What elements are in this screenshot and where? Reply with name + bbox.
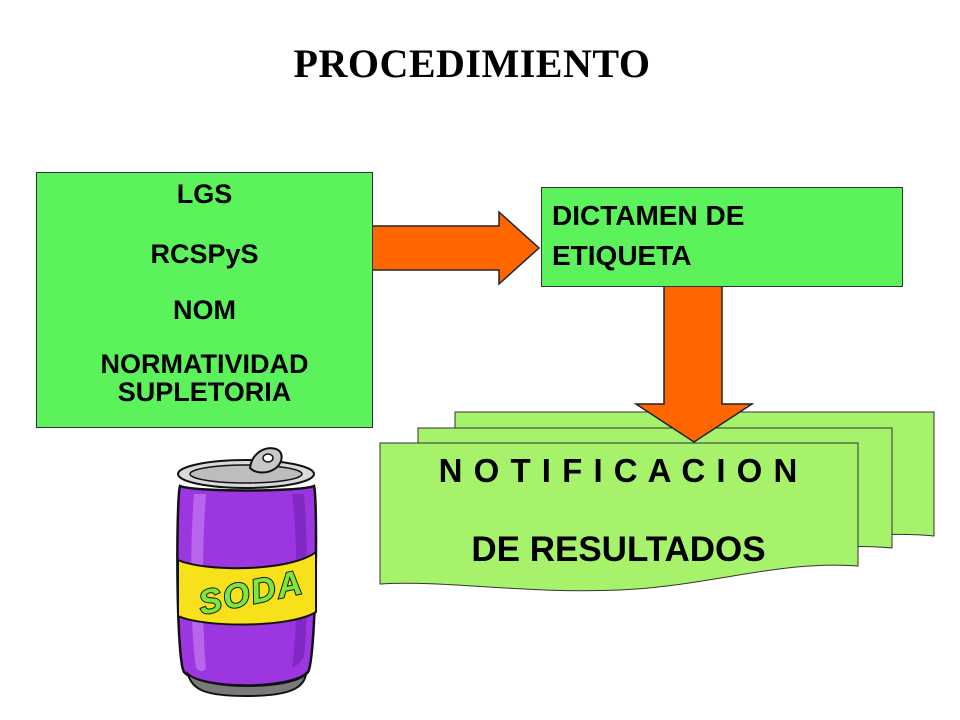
document-stack [379,411,935,592]
regulation-item: RCSPyS [150,239,259,269]
document-front [379,442,859,592]
notification-heading: N O T I F I C A C I O N [438,452,799,489]
dictamen-label-line: DICTAMEN DE [552,200,745,231]
regulation-item: LGS [176,179,233,209]
soda-can-icon [176,447,318,698]
dictamen-label-line: ETIQUETA [552,240,692,271]
dictamen-box: DICTAMEN DE ETIQUETA [541,187,903,287]
arrow-right-icon [367,210,541,286]
pull-tab-icon [248,447,283,474]
notification-subheading: DE RESULTADOS [471,530,766,569]
page-title: PROCEDIMIENTO [293,41,651,86]
regulation-item: NORMATIVIDAD [100,349,309,379]
regulation-item: SUPLETORIA [117,377,292,407]
regulations-box: LGS RCSPyS NOM NORMATIVIDAD SUPLETORIA [36,172,373,428]
arrow-down-icon [633,283,755,443]
regulation-item: NOM [173,295,236,325]
